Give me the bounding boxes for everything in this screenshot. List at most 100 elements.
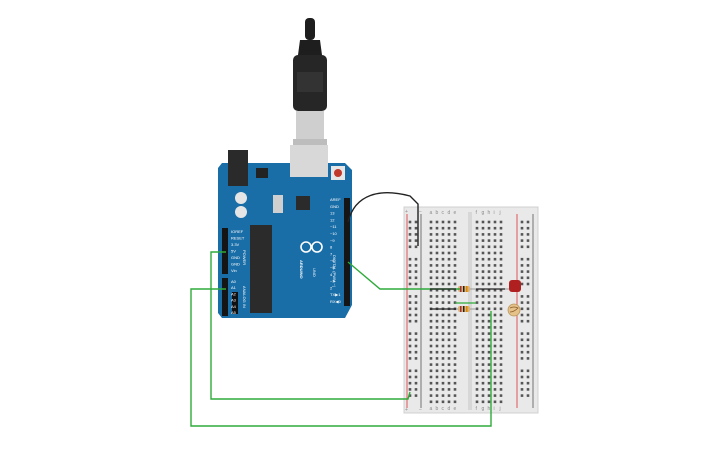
breadboard-hole[interactable]	[429, 295, 433, 298]
breadboard-hole[interactable]	[493, 264, 497, 267]
breadboard-hole[interactable]	[441, 394, 445, 397]
breadboard-hole[interactable]	[453, 357, 457, 360]
breadboard-hole[interactable]	[435, 388, 439, 391]
breadboard-hole[interactable]	[481, 344, 485, 348]
rail-hole[interactable]	[520, 295, 524, 298]
breadboard-hole[interactable]	[481, 375, 485, 379]
breadboard-hole[interactable]	[453, 394, 457, 397]
breadboard-hole[interactable]	[441, 313, 445, 317]
rail-hole[interactable]	[408, 375, 412, 379]
rail-hole[interactable]	[414, 276, 418, 280]
breadboard-hole[interactable]	[499, 388, 503, 391]
breadboard-hole[interactable]	[453, 388, 457, 391]
breadboard-hole[interactable]	[499, 239, 503, 242]
breadboard-hole[interactable]	[487, 282, 491, 286]
breadboard-hole[interactable]	[475, 394, 479, 397]
rail-hole[interactable]	[526, 270, 530, 273]
rail-hole[interactable]	[520, 257, 524, 261]
rail-hole[interactable]	[520, 307, 524, 311]
breadboard-hole[interactable]	[429, 375, 433, 379]
breadboard-hole[interactable]	[429, 381, 433, 385]
breadboard-hole[interactable]	[441, 295, 445, 298]
breadboard-hole[interactable]	[429, 388, 433, 391]
rail-hole[interactable]	[526, 350, 530, 354]
rail-hole[interactable]	[408, 357, 412, 360]
breadboard-hole[interactable]	[429, 257, 433, 261]
breadboard-hole[interactable]	[435, 363, 439, 366]
breadboard-hole[interactable]	[475, 344, 479, 348]
arduino-uno-board[interactable]: ARDUINO UNO DIGITAL (PWM ~) POWER ANALOG…	[218, 145, 352, 318]
photoresistor-icon[interactable]	[507, 303, 521, 317]
breadboard-hole[interactable]	[453, 319, 457, 323]
breadboard-hole[interactable]	[481, 338, 485, 342]
breadboard-hole[interactable]	[493, 400, 497, 404]
breadboard-hole[interactable]	[475, 239, 479, 242]
rail-hole[interactable]	[526, 313, 530, 317]
breadboard-hole[interactable]	[493, 338, 497, 342]
breadboard-hole[interactable]	[499, 257, 503, 261]
rail-hole[interactable]	[526, 276, 530, 280]
breadboard-hole[interactable]	[481, 369, 485, 373]
breadboard-hole[interactable]	[493, 276, 497, 280]
breadboard-hole[interactable]	[499, 307, 503, 311]
breadboard-hole[interactable]	[441, 301, 445, 304]
rail-hole[interactable]	[414, 233, 418, 236]
breadboard-hole[interactable]	[453, 363, 457, 366]
rail-hole[interactable]	[408, 295, 412, 298]
breadboard-hole[interactable]	[475, 313, 479, 317]
rail-hole[interactable]	[408, 226, 412, 230]
breadboard-hole[interactable]	[499, 357, 503, 360]
breadboard-hole[interactable]	[429, 301, 433, 304]
breadboard-hole[interactable]	[447, 388, 451, 391]
breadboard-hole[interactable]	[487, 220, 491, 224]
breadboard-hole[interactable]	[475, 257, 479, 261]
breadboard-hole[interactable]	[453, 338, 457, 342]
breadboard-hole[interactable]	[475, 295, 479, 298]
breadboard-hole[interactable]	[499, 400, 503, 404]
breadboard-hole[interactable]	[499, 326, 503, 329]
breadboard-hole[interactable]	[481, 270, 485, 273]
rail-hole[interactable]	[520, 220, 524, 224]
rail-hole[interactable]	[526, 295, 530, 298]
rail-hole[interactable]	[520, 388, 524, 391]
breadboard-hole[interactable]	[435, 257, 439, 261]
breadboard-hole[interactable]	[499, 282, 503, 286]
breadboard-hole[interactable]	[447, 288, 451, 292]
breadboard-hole[interactable]	[447, 375, 451, 379]
breadboard-hole[interactable]	[493, 363, 497, 366]
breadboard-hole[interactable]	[499, 313, 503, 317]
breadboard-hole[interactable]	[499, 350, 503, 354]
rail-hole[interactable]	[520, 332, 524, 335]
breadboard-hole[interactable]	[447, 220, 451, 224]
breadboard-hole[interactable]	[481, 239, 485, 242]
breadboard-hole[interactable]	[453, 400, 457, 404]
breadboard-hole[interactable]	[493, 344, 497, 348]
breadboard-hole[interactable]	[453, 239, 457, 242]
breadboard-hole[interactable]	[493, 357, 497, 360]
breadboard-hole[interactable]	[441, 369, 445, 373]
breadboard-hole[interactable]	[453, 332, 457, 335]
breadboard-hole[interactable]	[441, 338, 445, 342]
breadboard-hole[interactable]	[441, 226, 445, 230]
breadboard-hole[interactable]	[487, 276, 491, 280]
breadboard-hole[interactable]	[487, 233, 491, 236]
breadboard-hole[interactable]	[493, 301, 497, 304]
rail-hole[interactable]	[408, 332, 412, 335]
rail-hole[interactable]	[520, 282, 524, 286]
rail-hole[interactable]	[414, 369, 418, 373]
breadboard-hole[interactable]	[435, 400, 439, 404]
breadboard-hole[interactable]	[441, 400, 445, 404]
breadboard-hole[interactable]	[481, 313, 485, 317]
rail-hole[interactable]	[526, 282, 530, 286]
rail-hole[interactable]	[408, 313, 412, 317]
breadboard-hole[interactable]	[493, 332, 497, 335]
rail-hole[interactable]	[408, 257, 412, 261]
rail-hole[interactable]	[414, 264, 418, 267]
led-icon[interactable]	[505, 280, 521, 292]
breadboard-hole[interactable]	[435, 381, 439, 385]
breadboard-hole[interactable]	[447, 394, 451, 397]
breadboard-hole[interactable]	[493, 295, 497, 298]
rail-hole[interactable]	[526, 369, 530, 373]
breadboard-hole[interactable]	[499, 319, 503, 323]
breadboard-hole[interactable]	[429, 332, 433, 335]
